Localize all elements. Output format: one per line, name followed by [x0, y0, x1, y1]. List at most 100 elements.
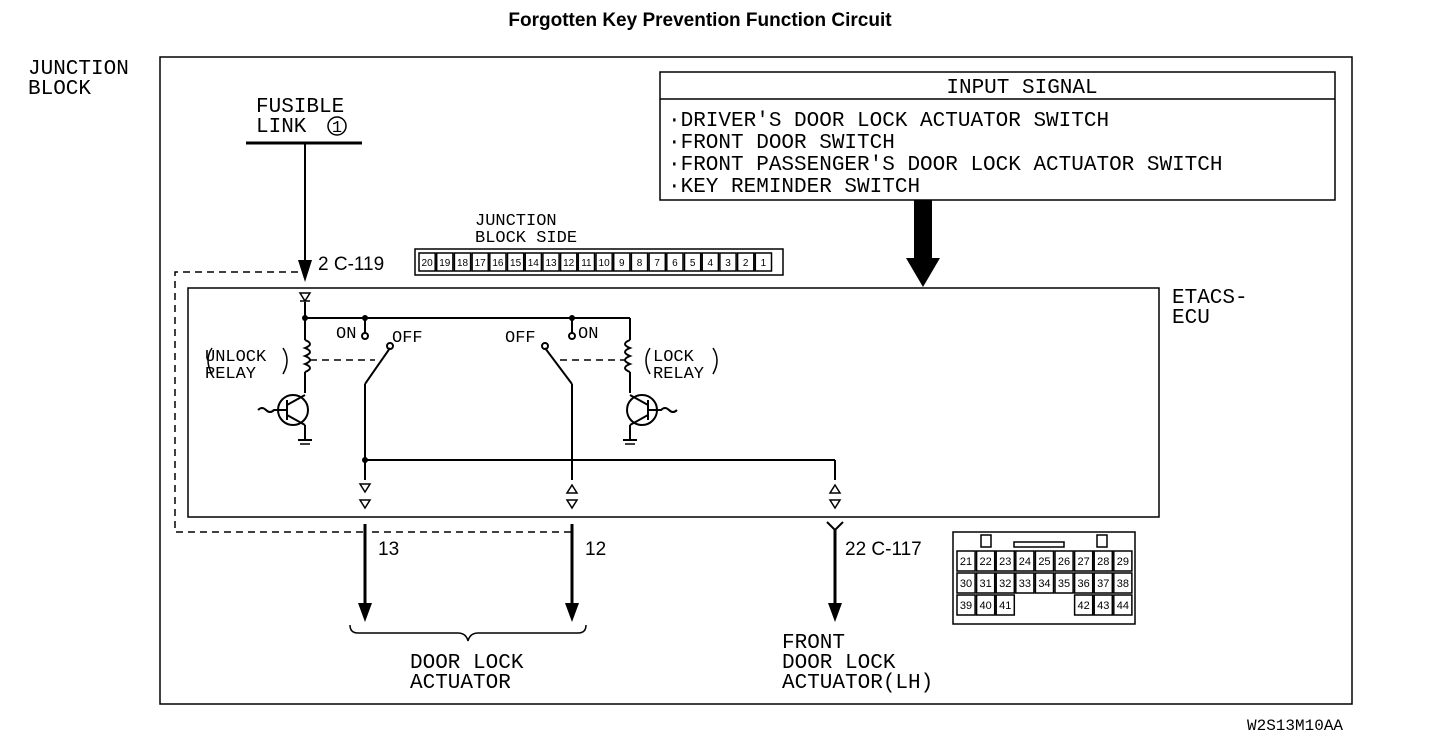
- input-signal-item-3: ·FRONT PASSENGER'S DOOR LOCK ACTUATOR SW…: [668, 154, 1223, 177]
- unlock-on-contact: [361, 332, 369, 340]
- door-lock-actuator-brace: [349, 624, 587, 642]
- c119-pin-cell: [418, 252, 436, 272]
- c117-pin-cell: [975, 550, 996, 572]
- input-signal-header: INPUT SIGNAL: [946, 77, 1097, 100]
- c117-pin-cell: [1113, 594, 1133, 616]
- front-door-lock-label-3: ACTUATOR(LH): [782, 672, 933, 695]
- c117-pin-cell: [975, 572, 996, 594]
- c117-pin-cell: [956, 572, 976, 594]
- c117-pin-number: 28: [1097, 556, 1109, 568]
- c117-pin-cell: [995, 594, 1016, 616]
- unlock-relay-label-1: UNLOCK: [205, 348, 267, 367]
- c117-pin-number: 39: [960, 600, 972, 612]
- c117-pin-cell: [1015, 550, 1035, 572]
- c117-pin-number: 35: [1058, 578, 1070, 590]
- lock-on-contact: [568, 332, 576, 340]
- c117-pin-cell: [1073, 594, 1094, 616]
- c117-pin-number: 36: [1078, 578, 1090, 590]
- junction-block-label-1: JUNCTION: [28, 58, 129, 81]
- c117-pin-cell: [1113, 572, 1133, 594]
- lock-off-label: OFF: [505, 329, 536, 348]
- lock-on-label: ON: [578, 325, 598, 344]
- input-signal-item-4: ·KEY REMINDER SWITCH: [668, 176, 920, 199]
- input-arrow-shaft: [914, 200, 932, 262]
- c119-pin-cell: [630, 252, 649, 272]
- junction-block-side-label-1: JUNCTION: [475, 212, 557, 231]
- c117-pin-cell: [1093, 594, 1114, 616]
- unlock-relay-label-2: RELAY: [205, 365, 256, 384]
- c117-pin-number: 29: [1117, 556, 1129, 568]
- c117-latch-right: [1096, 534, 1108, 548]
- unlock-label-paren-right: [282, 347, 288, 375]
- c117-pin-cell: [1054, 572, 1074, 594]
- junction-block-side-label-2: BLOCK SIDE: [475, 229, 577, 248]
- lock-label-paren-left: [645, 347, 651, 375]
- lock-transistor-input: [648, 407, 678, 413]
- unlock-relay-coil: [302, 339, 311, 373]
- c119-pin-number: 5: [690, 258, 696, 269]
- c117-pin-number: 25: [1038, 556, 1050, 568]
- c119-pin-number: 8: [637, 258, 643, 269]
- c119-pin-cell: [577, 252, 596, 272]
- c117-key: [1013, 541, 1065, 548]
- diagram-title: Forgotten Key Prevention Function Circui…: [508, 10, 892, 31]
- c119-pin-cell: [701, 252, 720, 272]
- c117-latch-left: [980, 534, 992, 548]
- terminal-22-symbol: [828, 483, 842, 510]
- c117-pin-number: 44: [1117, 600, 1129, 612]
- c117-pin-number: 43: [1097, 600, 1109, 612]
- c119-pin-cell: [524, 252, 543, 272]
- unlock-label-paren-left: [207, 347, 213, 375]
- fusible-link-label-1: FUSIBLE: [256, 96, 344, 119]
- c117-pin-cell: [995, 550, 1016, 572]
- c117-pin-number: 27: [1078, 556, 1090, 568]
- connector-c119-label: 2 C-119: [318, 254, 384, 275]
- input-signal-box: [659, 71, 1336, 201]
- c117-pin-number: 32: [999, 578, 1011, 590]
- c119-pin-cell: [435, 252, 454, 272]
- figure-code: W2S13M10AA: [1247, 717, 1343, 735]
- c117-pin-number: 42: [1078, 600, 1090, 612]
- c117-pin-number: 33: [1019, 578, 1031, 590]
- unlock-transistor-emitter: [286, 414, 306, 426]
- c119-pin-number: 10: [599, 258, 611, 269]
- c117-pin-cell: [1093, 572, 1114, 594]
- c119-pin-number: 12: [563, 258, 575, 269]
- terminal-2-symbol: [298, 292, 312, 303]
- c117-pin-cell: [1073, 572, 1094, 594]
- pin-13-label: 13: [378, 539, 399, 560]
- c119-pin-number: 16: [492, 258, 504, 269]
- junction-block-label-2: BLOCK: [28, 78, 91, 101]
- c119-pin-number: 3: [725, 258, 731, 269]
- lock-relay-coil: [624, 339, 633, 373]
- input-signal-item-1: ·DRIVER'S DOOR LOCK ACTUATOR SWITCH: [668, 110, 1109, 133]
- c117-pin-cell: [1015, 572, 1035, 594]
- c119-pin-number: 17: [475, 258, 487, 269]
- c117-pin-number: 41: [999, 600, 1011, 612]
- c119-pin-cell: [648, 252, 667, 272]
- c119-pin-number: 6: [672, 258, 678, 269]
- front-door-lock-label-1: FRONT: [782, 632, 845, 655]
- c119-pin-cell: [683, 252, 702, 272]
- c117-pin-cell: [956, 550, 976, 572]
- fusible-link-label-2: LINK: [256, 116, 307, 139]
- c117-pin-cell: [975, 594, 996, 616]
- c117-pin-cell: [956, 594, 976, 616]
- c119-pin-number: 7: [654, 258, 660, 269]
- c119-pin-number: 13: [545, 258, 557, 269]
- c119-pin-number: 2: [743, 258, 749, 269]
- c119-pin-cell: [595, 252, 613, 272]
- c117-pin-cell: [1073, 550, 1094, 572]
- output-arrowhead-12: [565, 603, 579, 622]
- terminal-12-symbol: [565, 483, 579, 510]
- etacs-ecu-label-1: ETACS-: [1172, 287, 1248, 310]
- unlock-transistor-collector: [286, 394, 306, 406]
- c119-pin-cell: [612, 252, 631, 272]
- terminal-13-symbol: [358, 483, 372, 510]
- c117-pin-cell: [1093, 550, 1114, 572]
- supply-arrowhead: [298, 260, 312, 282]
- c117-pin-number: 23: [999, 556, 1011, 568]
